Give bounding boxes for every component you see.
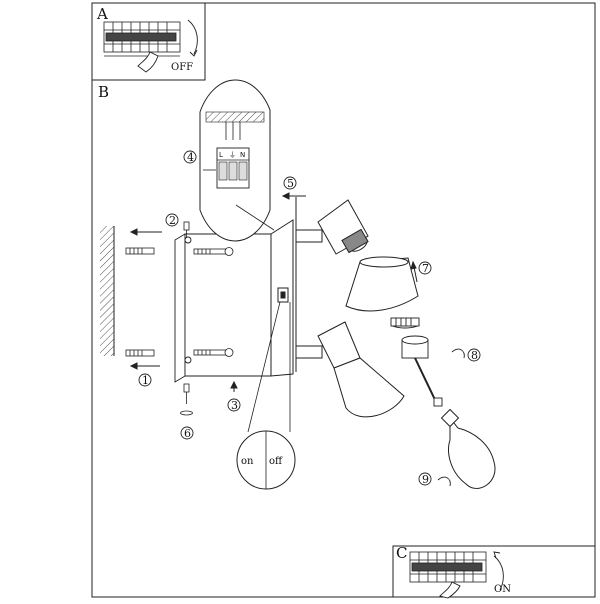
detail-leader-bottom: [247, 301, 281, 433]
terminal-ground-label: ⏚: [229, 151, 236, 159]
breaker-box-c: [409, 551, 487, 583]
terminal-live-label: L: [219, 151, 223, 159]
rotate-icon-8: [451, 348, 465, 359]
glass-shade: [345, 256, 419, 312]
mounting-bracket: [174, 233, 272, 383]
switch-detail: on off: [236, 430, 296, 490]
step-5-label: 5: [287, 177, 294, 190]
rotate-icon-9: [437, 476, 451, 487]
step-9-label: 9: [422, 473, 429, 486]
step-4-label: 4: [187, 151, 194, 164]
lamp-socket: [401, 335, 443, 407]
detail-leader-top: [235, 204, 275, 231]
panel-c-action: ON: [494, 584, 511, 595]
panel-a-action: OFF: [171, 62, 193, 73]
switch-on-label: on: [241, 456, 254, 467]
step-7-label: 7: [422, 262, 429, 275]
hand-icon-c: [439, 581, 461, 599]
step-1-label: 1: [142, 374, 149, 387]
wall-screws: [125, 247, 155, 357]
step-6-label: 6: [184, 427, 191, 440]
upper-spot: [295, 199, 369, 255]
bracket-screws: [193, 247, 234, 357]
panel-c-letter: C: [396, 544, 407, 562]
wall-plate: [270, 197, 297, 377]
panel-b-letter: B: [98, 83, 109, 101]
lower-spot: [295, 321, 405, 418]
panel-a-letter: A: [96, 5, 108, 23]
panel-c-frame: [392, 545, 596, 598]
direction-arrows: [129, 192, 418, 392]
rotation-arrow-icon: [187, 19, 198, 55]
step-3-label: 3: [231, 399, 238, 412]
panel-a-frame: [91, 2, 206, 81]
switch-off-label: off: [269, 456, 283, 467]
panel-a: A OFF: [91, 2, 206, 81]
outer-frame: [91, 2, 596, 598]
step-8-label: 8: [471, 349, 478, 362]
shade-ring: [390, 317, 420, 329]
wall-hatch: [100, 226, 114, 356]
hand-icon: [137, 51, 159, 73]
step-markers: [138, 150, 481, 486]
breaker-box-a: [103, 21, 181, 57]
terminal-neutral-label: N: [240, 151, 245, 159]
small-screws: [180, 221, 193, 416]
light-bulb-icon: [440, 408, 496, 489]
rotation-arrow-icon-c: [493, 555, 504, 591]
step-2-label: 2: [169, 214, 176, 227]
panel-c: C ON: [392, 544, 596, 599]
terminal-detail: L ⏚ N: [199, 79, 271, 242]
